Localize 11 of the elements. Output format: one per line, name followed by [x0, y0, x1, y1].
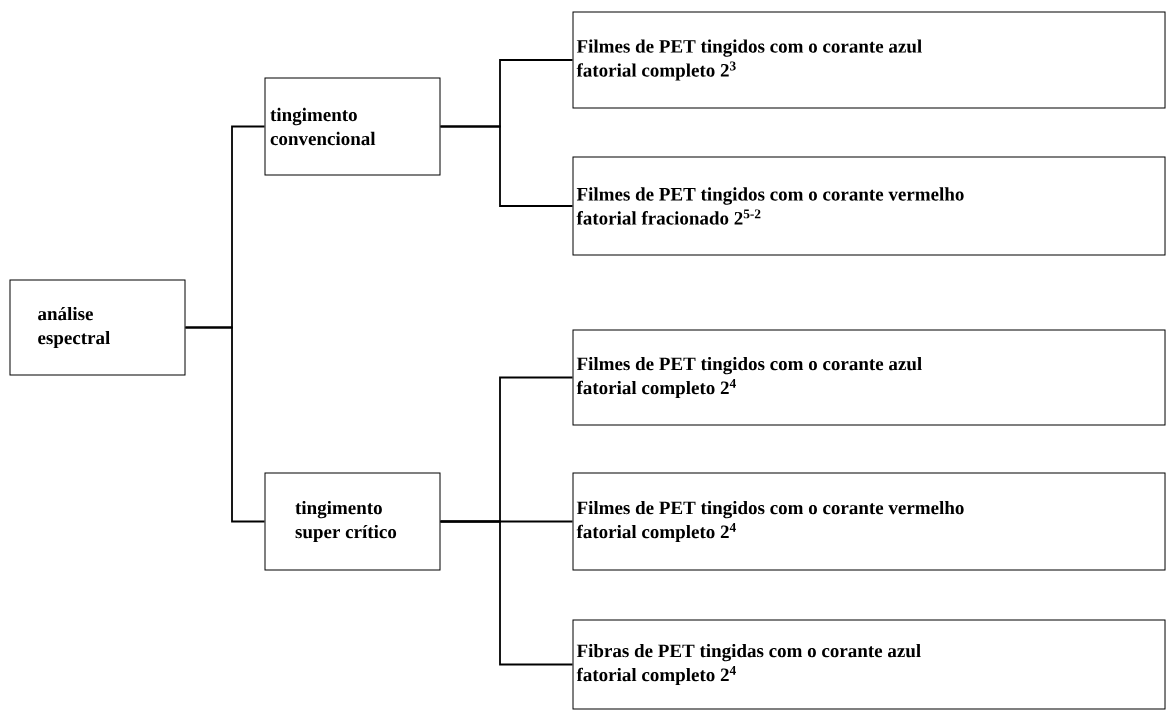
leaf-box: Filmes de PET tingidos com o corante azul fatorial completo 2$^{4}$ — [572, 329, 1166, 426]
leaf-box: Fibras de PET tingidas com o corante azul fatorial completo 2$^{4}$ — [572, 619, 1166, 710]
category-box: tingimento convencional — [264, 77, 441, 176]
connector-line — [184, 326, 266, 523]
leaf-box: Filmes de PET tingidos com o corante azul fatorial completo 2$^{3}$ — [572, 11, 1166, 109]
category-box: tingimento super crítico — [264, 472, 441, 571]
connector-line — [439, 520, 574, 666]
root-box: análise espectral — [9, 279, 186, 376]
leaf-box: Filmes de PET tingidos com o corante vermelho fatorial completo 2$^{4}$ — [572, 472, 1166, 571]
connector-line — [439, 125, 574, 207]
leaf-box: Filmes de PET tingidos com o corante vermelho fatorial fracionado 2$^{5-2}$ — [572, 156, 1166, 256]
